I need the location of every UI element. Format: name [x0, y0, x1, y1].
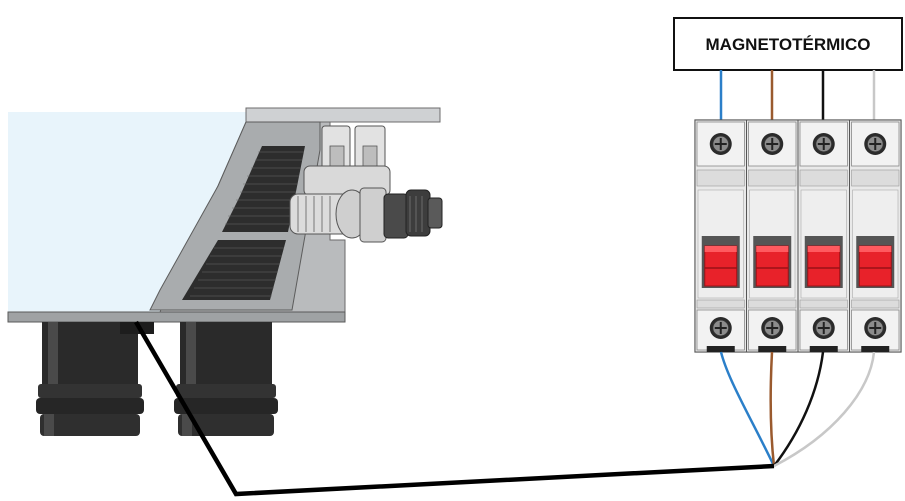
pole-shoulder	[799, 169, 848, 187]
unit-foot-left	[36, 322, 154, 436]
toggle-highlight	[859, 246, 892, 252]
blue-wire	[719, 351, 776, 467]
breaker-toggle[interactable]	[858, 245, 892, 287]
pole-shoulder	[696, 299, 745, 309]
breaker-label: MAGNETOTÉRMICO	[706, 35, 871, 54]
vent-grille-upper	[222, 146, 305, 232]
breaker-pole	[746, 119, 799, 353]
top-wires	[719, 70, 876, 122]
terminal-block-top	[799, 121, 848, 167]
unit-top-plate	[245, 107, 441, 123]
breaker-toggle[interactable]	[704, 245, 738, 287]
unit-bottom-edge	[7, 311, 346, 323]
pole-shoulder	[851, 299, 900, 309]
valve-assembly	[289, 125, 443, 243]
terminal-clip	[861, 346, 890, 352]
breaker-pole	[694, 119, 747, 353]
vent-grille-lower-lines	[190, 247, 284, 297]
black-wire	[773, 351, 825, 467]
terminal-clip	[706, 346, 735, 352]
pole-shoulder	[799, 299, 848, 309]
terminal-clip	[758, 346, 787, 352]
breaker-label-box: MAGNETOTÉRMICO	[673, 17, 903, 71]
vent-grille-upper-lines	[225, 151, 304, 225]
unit-assembly	[7, 107, 443, 436]
pole-shoulder	[748, 299, 797, 309]
main-cable	[134, 320, 775, 497]
terminal-clip	[809, 346, 838, 352]
circuit-breaker	[694, 119, 902, 353]
bottom-wires	[719, 351, 876, 468]
brown-wire	[769, 351, 776, 467]
breaker-pole	[849, 119, 902, 353]
pole-shoulder	[696, 169, 745, 187]
grey-wire	[773, 351, 876, 468]
vent-grille-lower	[182, 240, 286, 300]
terminal-block-top	[748, 121, 797, 167]
breaker-pole	[797, 119, 850, 353]
pole-shoulder	[851, 169, 900, 187]
pole-shoulder	[748, 169, 797, 187]
toggle-highlight	[704, 246, 737, 252]
toggle-highlight	[756, 246, 789, 252]
toggle-highlight	[807, 246, 840, 252]
unit-foot-right	[174, 322, 278, 436]
